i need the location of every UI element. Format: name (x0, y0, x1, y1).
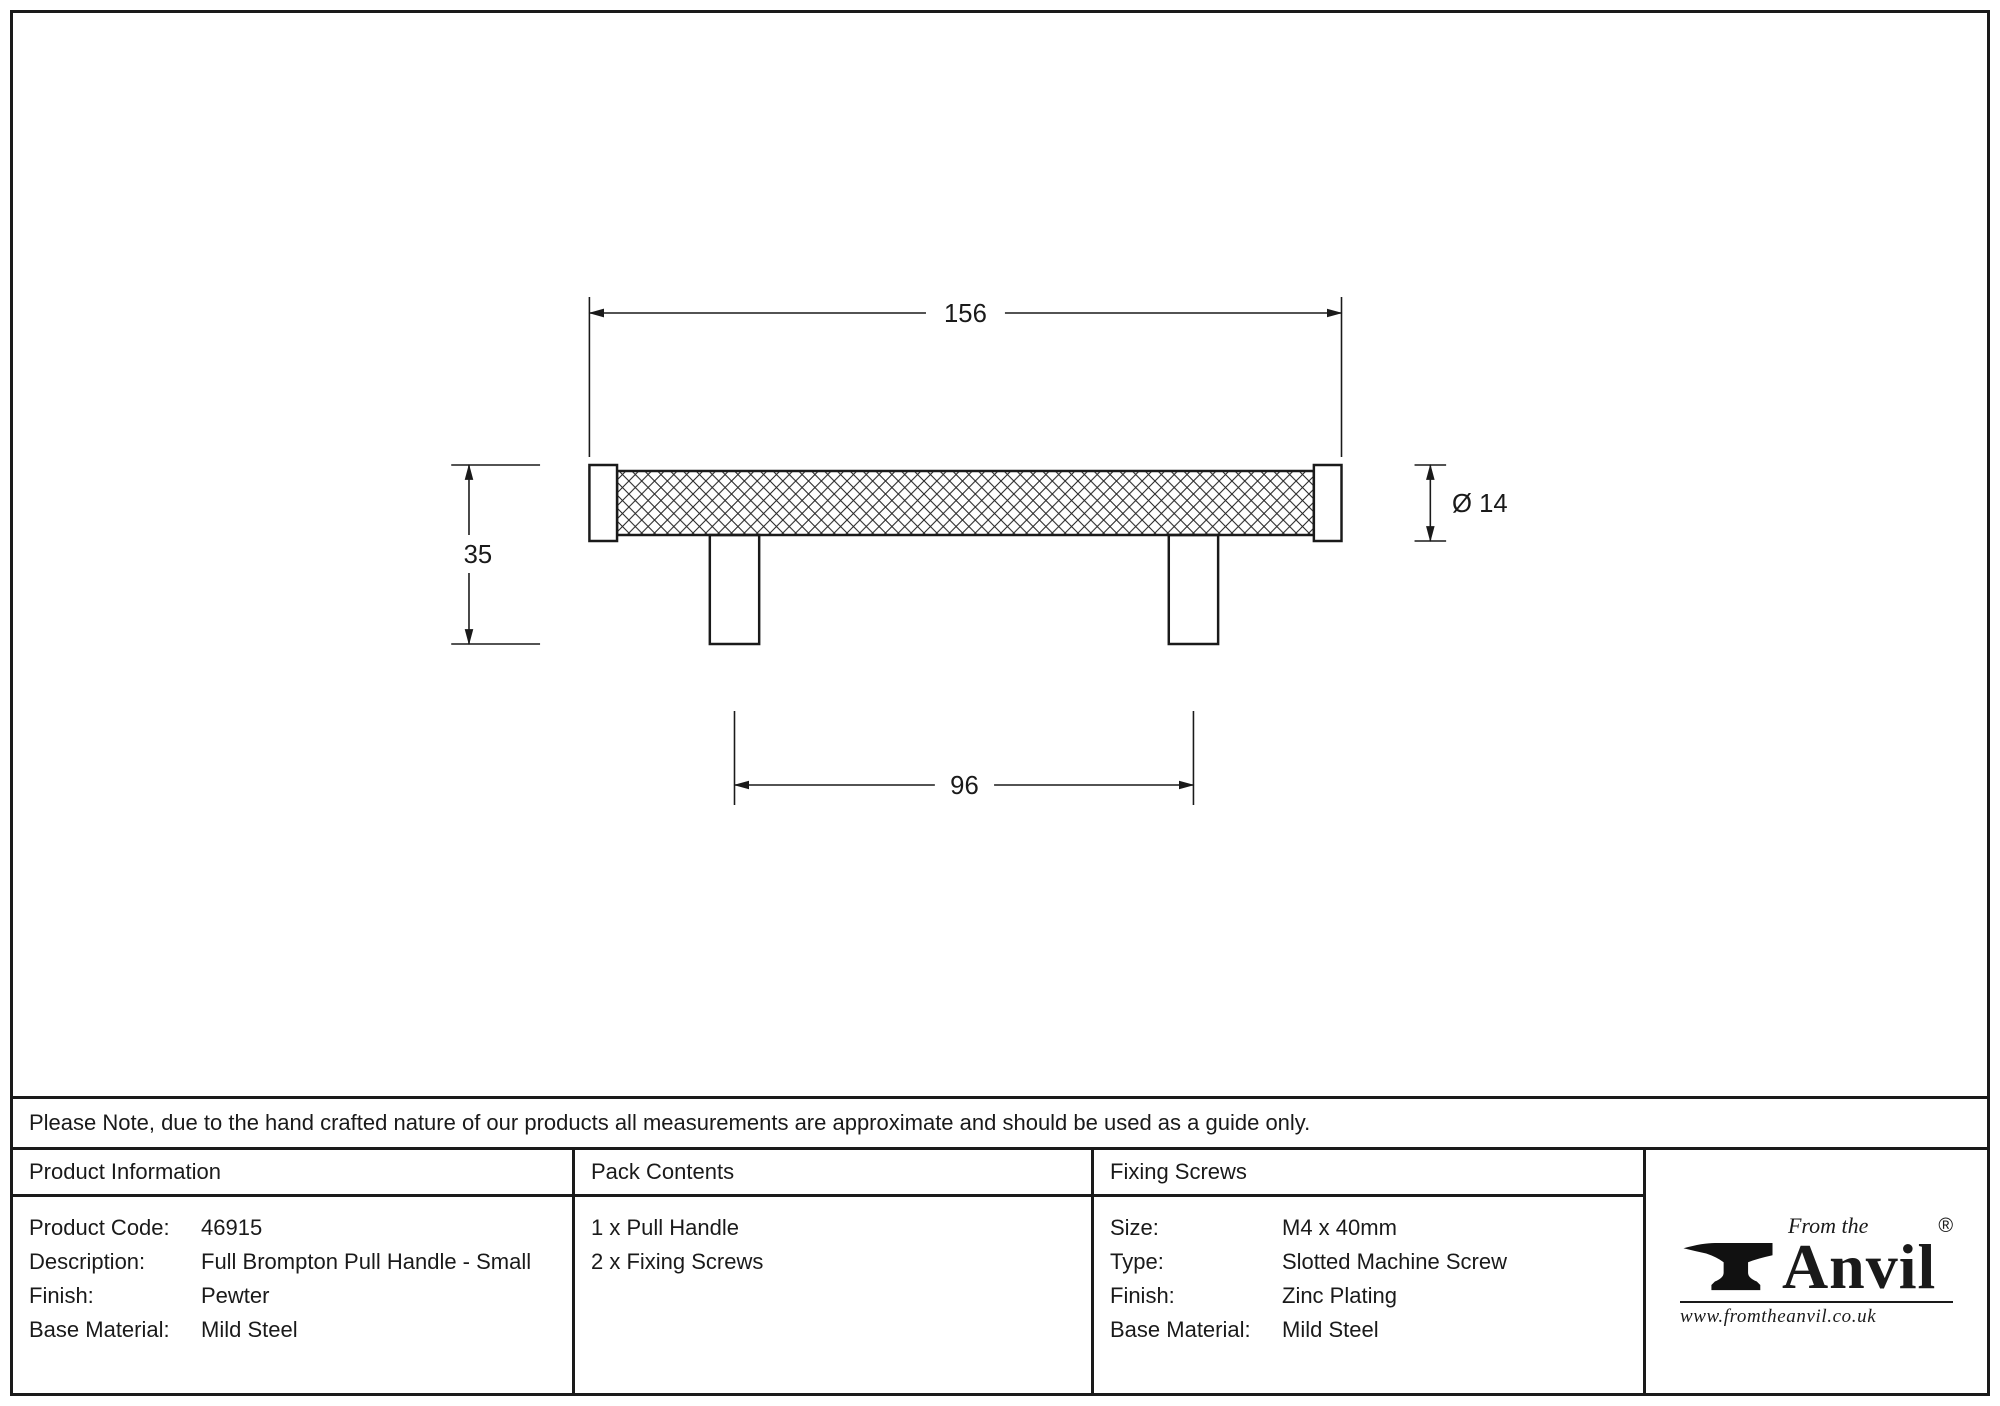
finish-value: Pewter (201, 1283, 270, 1308)
product-code-label: Product Code: (29, 1215, 170, 1240)
fixing-post-right (1167, 533, 1220, 646)
dimension-label-length: 156 (944, 300, 987, 328)
pack-item-screws: 2 x Fixing Screws (591, 1249, 764, 1274)
dimension-length-156: 156 (588, 295, 1343, 457)
dimension-label-diameter: Ø 14 (1452, 490, 1508, 518)
knurled-grip (615, 469, 1316, 537)
note-text: Please Note, due to the hand crafted nat… (29, 1110, 1311, 1135)
logo-brand-name: Anvil (1781, 1231, 1937, 1303)
product-information-body: Product Code: 46915 Description: Full Br… (13, 1197, 572, 1361)
logo-top: From the Anvil ® (1680, 1213, 1954, 1303)
description-row: Description: Full Brompton Pull Handle -… (29, 1245, 556, 1279)
info-table: Product Information Product Code: 46915 … (13, 1147, 1987, 1393)
screw-material-row: Base Material: Mild Steel (1110, 1313, 1627, 1347)
fixing-screws-header: Fixing Screws (1094, 1150, 1643, 1197)
logo-website-text: www.fromtheanvil.co.uk (1679, 1305, 1877, 1327)
screw-size-value: M4 x 40mm (1282, 1215, 1397, 1240)
dimension-centres-96: 96 (733, 711, 1195, 805)
technical-drawing: 156 35 Ø 1 (451, 295, 1508, 805)
finish-label: Finish: (29, 1283, 94, 1308)
screw-size-row: Size: M4 x 40mm (1110, 1211, 1627, 1245)
screw-size-label: Size: (1110, 1215, 1159, 1240)
pack-contents-column: Pack Contents 1 x Pull Handle 2 x Fixing… (575, 1150, 1094, 1393)
brand-logo-cell: From the Anvil ® www.fromtheanvil.co.uk (1646, 1150, 1987, 1393)
pull-handle-drawing (588, 463, 1343, 646)
fixing-screws-column: Fixing Screws Size: M4 x 40mm Type: Slot… (1094, 1150, 1646, 1393)
dimension-label-centres: 96 (950, 772, 979, 800)
note-bar: Please Note, due to the hand crafted nat… (13, 1096, 1987, 1147)
screw-finish-row: Finish: Zinc Plating (1110, 1279, 1627, 1313)
description-label: Description: (29, 1249, 146, 1274)
dimension-label-bg (934, 767, 995, 803)
screw-finish-label: Finish: (1110, 1283, 1175, 1308)
dimension-label-height: 35 (464, 541, 493, 569)
product-code-value: 46915 (201, 1215, 263, 1240)
dimension-label-bg (453, 535, 505, 573)
drawing-area: 156 35 Ø 1 (13, 13, 1987, 1096)
screw-type-label: Type: (1110, 1249, 1164, 1274)
dimension-height-35: 35 (451, 463, 541, 646)
handle-end-cap-right (1312, 463, 1343, 543)
pack-item-handle: 1 x Pull Handle (591, 1215, 739, 1240)
dimension-diameter-14: Ø 14 (1414, 463, 1508, 543)
anvil-icon (1683, 1242, 1773, 1290)
screw-material-label: Base Material: (1110, 1317, 1251, 1342)
base-material-value: Mild Steel (201, 1317, 298, 1342)
registered-trademark-symbol: ® (1938, 1215, 1954, 1238)
screw-type-row: Type: Slotted Machine Screw (1110, 1245, 1627, 1279)
base-material-label: Base Material: (29, 1317, 170, 1342)
logo-divider-rule (1679, 1300, 1954, 1303)
logo-tagline: From the (1787, 1213, 1869, 1239)
product-code-row: Product Code: 46915 (29, 1211, 556, 1245)
from-the-anvil-logo: From the Anvil ® www.fromtheanvil.co.uk (1679, 1213, 1954, 1327)
handle-end-cap-left (588, 463, 619, 543)
base-material-row: Base Material: Mild Steel (29, 1313, 556, 1347)
fixing-post-left (708, 533, 761, 646)
screw-material-value: Mild Steel (1282, 1317, 1379, 1342)
product-information-header: Product Information (13, 1150, 572, 1197)
fixing-screws-body: Size: M4 x 40mm Type: Slotted Machine Sc… (1094, 1197, 1643, 1361)
screw-finish-value: Zinc Plating (1282, 1283, 1397, 1308)
screw-type-value: Slotted Machine Screw (1282, 1249, 1507, 1274)
page-frame: 156 35 Ø 1 (10, 10, 1990, 1396)
dimension-label-bg (925, 295, 1005, 331)
finish-row: Finish: Pewter (29, 1279, 556, 1313)
logo-text: From the Anvil (1781, 1213, 1937, 1303)
pack-contents-body: 1 x Pull Handle 2 x Fixing Screws (575, 1197, 1091, 1293)
pack-contents-header: Pack Contents (575, 1150, 1091, 1197)
description-value: Full Brompton Pull Handle - Small (201, 1249, 532, 1274)
product-information-column: Product Information Product Code: 46915 … (13, 1150, 575, 1393)
